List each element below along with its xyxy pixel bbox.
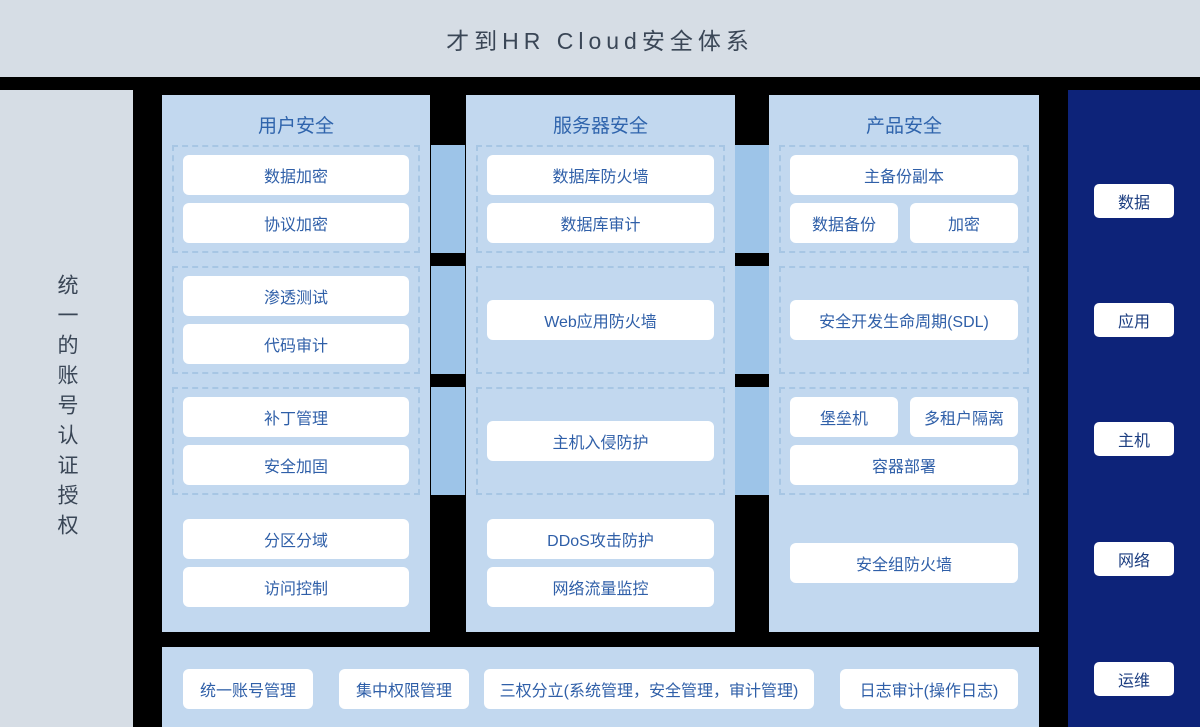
security-item[interactable]: 补丁管理	[183, 397, 409, 437]
security-item[interactable]: 数据库防火墙	[487, 155, 714, 195]
security-item[interactable]: 数据加密	[183, 155, 409, 195]
connector-band-left-3	[431, 387, 465, 495]
left-panel-label: 统一的账号认证授权	[55, 273, 78, 544]
security-item[interactable]: 多租户隔离	[910, 397, 1018, 437]
security-item[interactable]: 安全加固	[183, 445, 409, 485]
column-title: 服务器安全	[552, 116, 648, 137]
bottom-bar-item[interactable]: 集中权限管理	[339, 669, 469, 709]
security-item[interactable]: 代码审计	[183, 324, 409, 364]
connector-band-right-3	[735, 387, 769, 495]
title-banner: 才到HR Cloud安全体系	[0, 0, 1200, 77]
layer-chip[interactable]: 应用	[1094, 303, 1174, 337]
layer-chip[interactable]: 主机	[1094, 422, 1174, 456]
layer-chip[interactable]: 网络	[1094, 542, 1174, 576]
bottom-bar-item[interactable]: 日志审计(操作日志)	[840, 669, 1018, 709]
security-item[interactable]: 分区分域	[183, 519, 409, 559]
bottom-bar-item[interactable]: 三权分立(系统管理，安全管理，审计管理)	[484, 669, 814, 709]
group-box	[172, 266, 420, 374]
security-item[interactable]: 主备份副本	[790, 155, 1018, 195]
security-item[interactable]: 加密	[910, 203, 1018, 243]
right-panel-layers: 数据应用主机网络运维	[1068, 90, 1200, 727]
security-item[interactable]: 主机入侵防护	[487, 421, 714, 461]
security-item[interactable]: 堡垒机	[790, 397, 898, 437]
group-box	[779, 266, 1029, 374]
connector-band-right-1	[735, 145, 769, 253]
security-item[interactable]: 协议加密	[183, 203, 409, 243]
left-panel-unified-account: 统一的账号认证授权	[0, 90, 133, 727]
group-box	[172, 145, 420, 253]
connector-band-right-2	[735, 266, 769, 374]
security-item[interactable]: 安全开发生命周期(SDL)	[790, 300, 1018, 340]
group-box	[172, 387, 420, 495]
group-box	[476, 266, 725, 374]
layer-chip[interactable]: 数据	[1094, 184, 1174, 218]
security-item[interactable]: 渗透测试	[183, 276, 409, 316]
group-box	[779, 145, 1029, 253]
column-title: 产品安全	[865, 116, 942, 137]
group-box	[476, 387, 725, 495]
page-title: 才到HR Cloud安全体系	[446, 27, 754, 54]
column-title: 用户安全	[257, 116, 334, 137]
security-item[interactable]: 容器部署	[790, 445, 1018, 485]
security-item[interactable]: 数据库审计	[487, 203, 714, 243]
security-item[interactable]: 网络流量监控	[487, 567, 714, 607]
connector-band-left-2	[431, 266, 465, 374]
security-item[interactable]: 安全组防火墙	[790, 543, 1018, 583]
security-item[interactable]: 数据备份	[790, 203, 898, 243]
bottom-bar-item[interactable]: 统一账号管理	[183, 669, 313, 709]
bottom-bar-account-management: 统一账号管理集中权限管理三权分立(系统管理，安全管理，审计管理) 日志审计(操作日…	[162, 647, 1039, 727]
security-item[interactable]: 访问控制	[183, 567, 409, 607]
layer-chip[interactable]: 运维	[1094, 662, 1174, 696]
group-box	[779, 387, 1029, 495]
security-item[interactable]: DDoS攻击防护	[487, 519, 714, 559]
group-box	[476, 145, 725, 253]
security-item[interactable]: Web应用防火墙	[487, 300, 714, 340]
connector-band-left-1	[431, 145, 465, 253]
